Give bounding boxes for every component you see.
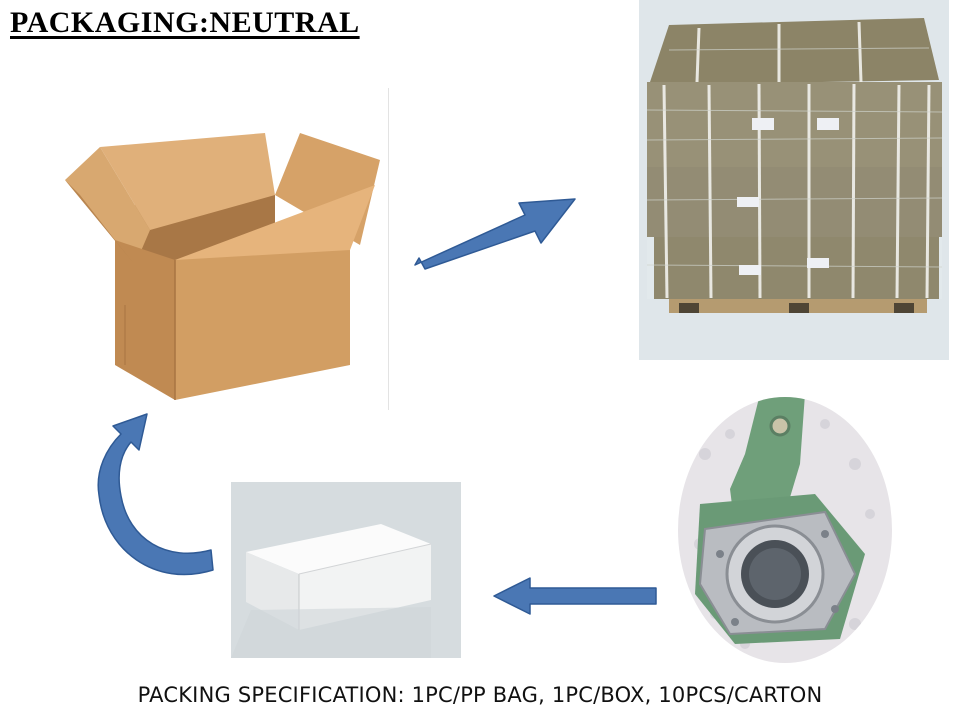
page-title: PACKAGING:NEUTRAL	[10, 6, 360, 39]
arrow-right-up-icon	[414, 198, 576, 270]
curved-arrow-up-icon	[97, 413, 214, 576]
white-box-image	[231, 482, 461, 658]
arrow-left-icon	[493, 577, 657, 615]
slack-adjuster-part-image	[675, 394, 895, 666]
open-carton-image	[60, 125, 390, 410]
divider-line	[388, 88, 389, 410]
packing-specification: PACKING SPECIFICATION: 1PC/PP BAG, 1PC/B…	[137, 683, 823, 707]
palletized-cartons-image	[639, 0, 949, 360]
